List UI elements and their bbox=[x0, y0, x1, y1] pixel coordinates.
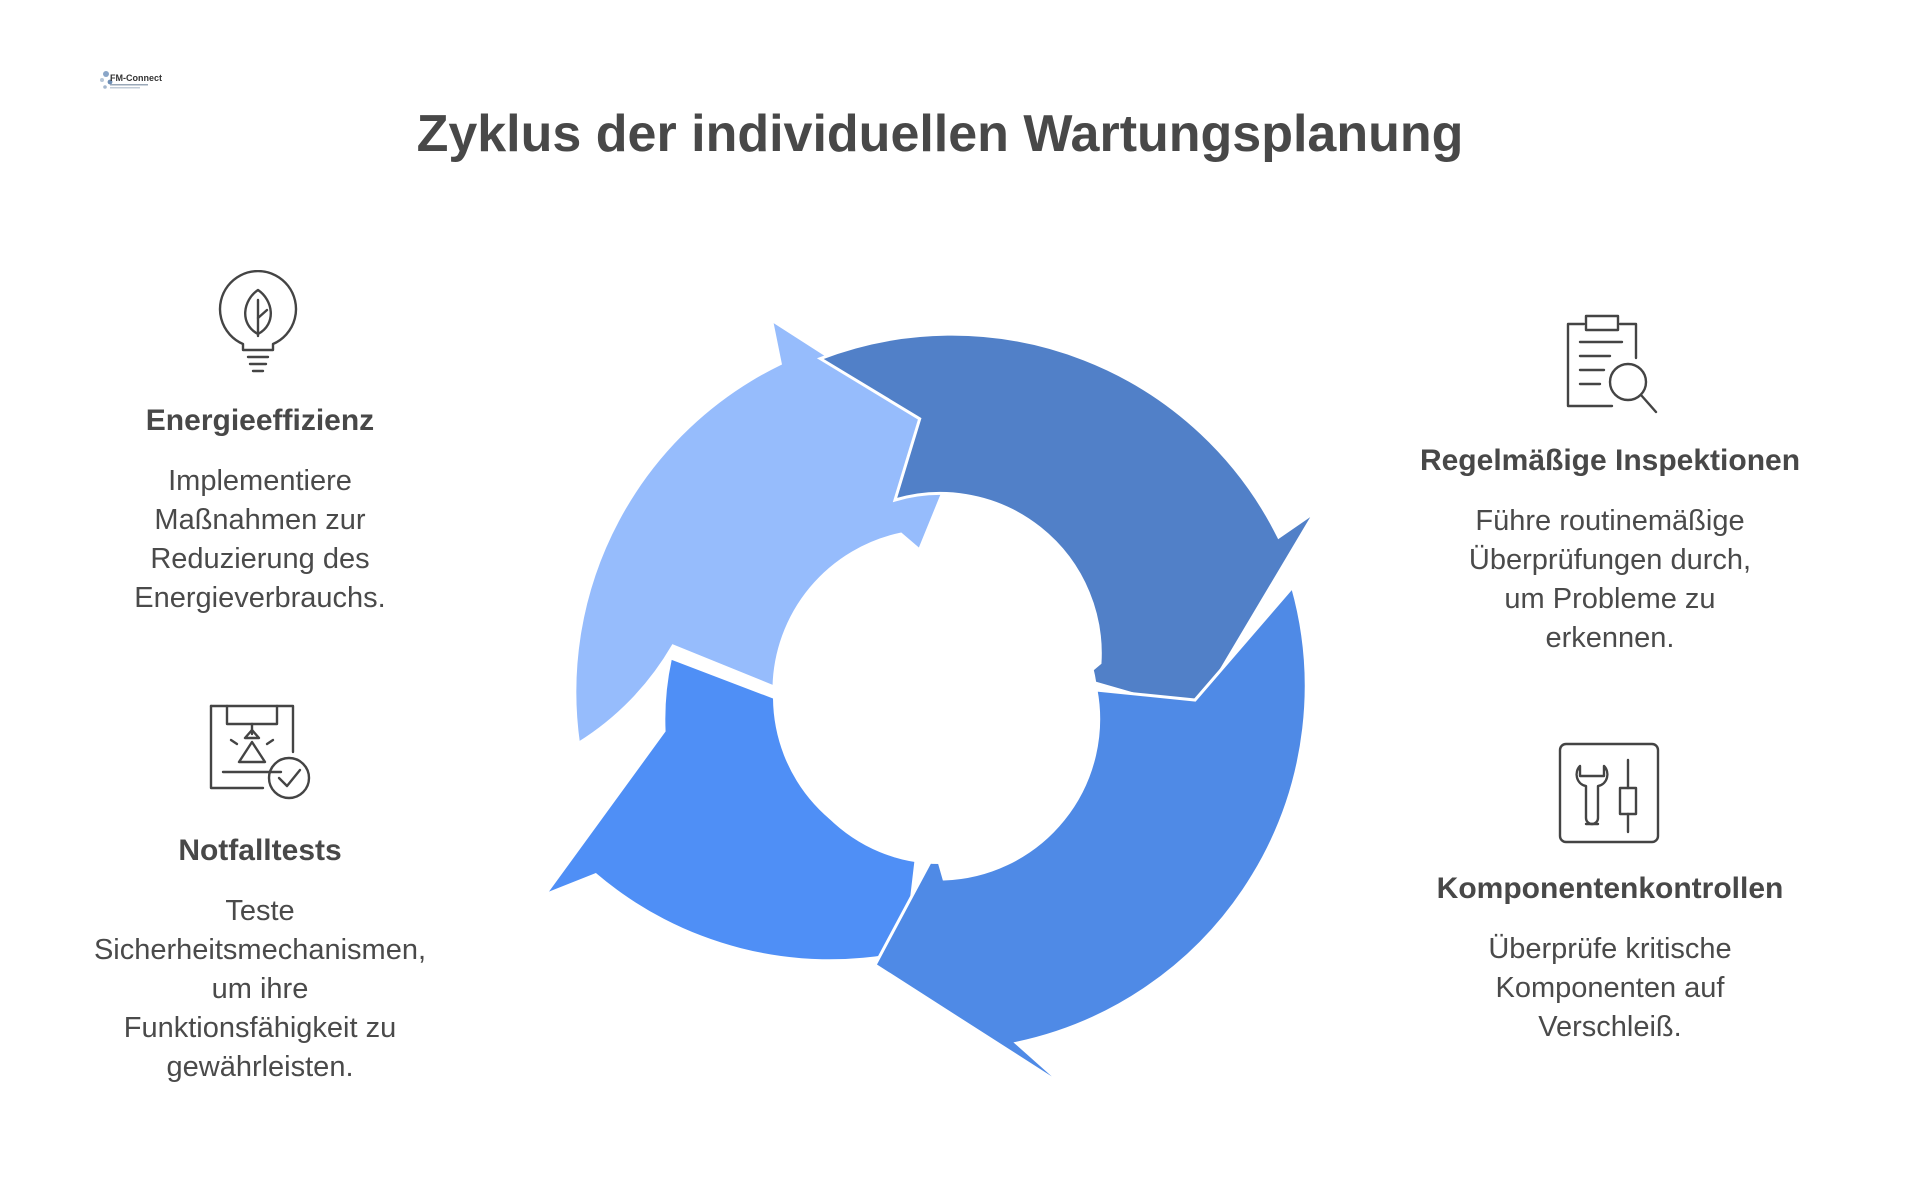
item-komponentenkontrollen: Komponentenkontrollen Überprüfe kritisch… bbox=[1410, 872, 1810, 1047]
cycle-arrow-bottom-left bbox=[549, 659, 915, 960]
item-title: Energieeffizienz bbox=[145, 404, 375, 437]
item-description: Implementiere Maßnahmen zur Reduzierung … bbox=[134, 465, 386, 614]
lightbulb-leaf-icon bbox=[218, 270, 298, 373]
item-title: Komponentenkontrollen bbox=[1436, 872, 1784, 905]
item-notfalltests: Notfalltests Teste Sicherheitsmechanisme… bbox=[50, 834, 470, 1087]
item-energieeffizienz: Energieeffizienz Implementiere Maßnahmen… bbox=[80, 404, 440, 618]
item-description: Führe routinemäßige Überprüfungen durch,… bbox=[1468, 505, 1752, 654]
cycle-diagram bbox=[549, 316, 1317, 1090]
item-title: Regelmäßige Inspektionen bbox=[1419, 444, 1801, 477]
logo-text: FM-Connect.com bbox=[110, 73, 162, 83]
page-title: Zyklus der individuellen Wartungsplanung bbox=[416, 105, 1464, 163]
cycle-center-hub bbox=[782, 548, 1098, 864]
item-description: Überprüfe kritische Komponenten auf Vers… bbox=[1488, 933, 1732, 1043]
cycle-arrow-bottom-right bbox=[873, 583, 1308, 1090]
clipboard-magnifier-icon bbox=[1566, 314, 1658, 414]
fm-connect-logo: FM-Connect.com bbox=[100, 71, 162, 89]
item-description: Teste Sicherheitsmechanismen, um ihre Fu… bbox=[93, 895, 427, 1083]
tools-panel-icon bbox=[1558, 742, 1660, 844]
item-title: Notfalltests bbox=[178, 834, 342, 867]
item-regelmaessige-inspektionen: Regelmäßige Inspektionen Führe routinemä… bbox=[1400, 444, 1820, 658]
cycle-arrow-top-right bbox=[816, 332, 1317, 714]
alarm-checklist-icon bbox=[209, 704, 311, 800]
cycle-arrow-top-left bbox=[573, 316, 965, 746]
